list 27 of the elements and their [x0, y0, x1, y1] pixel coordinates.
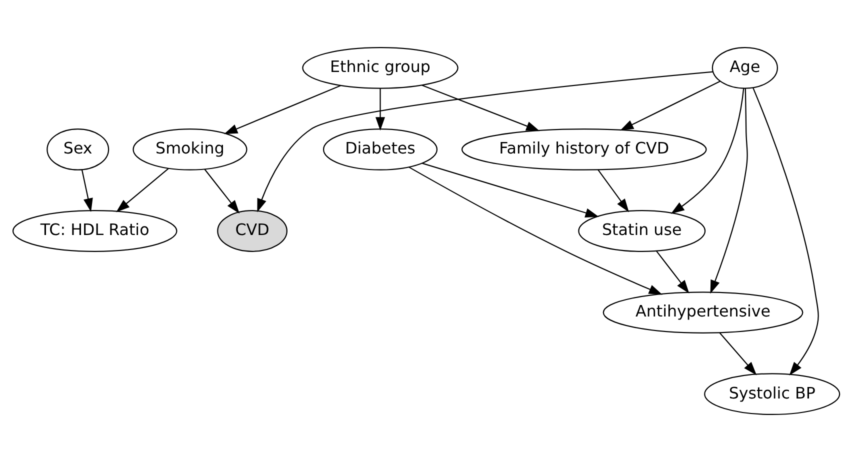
node-ellipse: Statin use	[578, 210, 706, 252]
node-ellipse: Sex	[46, 128, 110, 170]
node-ellipse: TC: HDL Ratio	[12, 210, 178, 252]
arrow	[376, 88, 386, 131]
arrow	[710, 88, 748, 294]
node-ellipse: Diabetes	[322, 128, 438, 170]
arrow	[752, 87, 819, 376]
node-ellipse: Smoking	[132, 128, 248, 170]
arrow	[620, 80, 720, 131]
node-ellipse: Family history of CVD	[461, 128, 707, 170]
arrow	[257, 71, 713, 212]
arrow	[422, 84, 540, 132]
node-ellipse: Ethnic group	[302, 46, 458, 89]
node-ellipse: Age	[712, 46, 778, 89]
arrow	[408, 166, 663, 295]
arrow	[719, 332, 757, 376]
arrow	[81, 170, 93, 212]
arrow	[204, 169, 240, 214]
node-ellipse: CVD	[217, 210, 288, 252]
arrow	[422, 162, 599, 218]
arrow	[670, 88, 744, 214]
arrow	[598, 169, 630, 212]
arrow	[656, 250, 690, 294]
arrow	[116, 168, 169, 212]
arrow	[224, 84, 342, 134]
node-ellipse: Antihypertensive	[602, 292, 804, 334]
node-ellipse: Systolic BP	[704, 373, 840, 416]
